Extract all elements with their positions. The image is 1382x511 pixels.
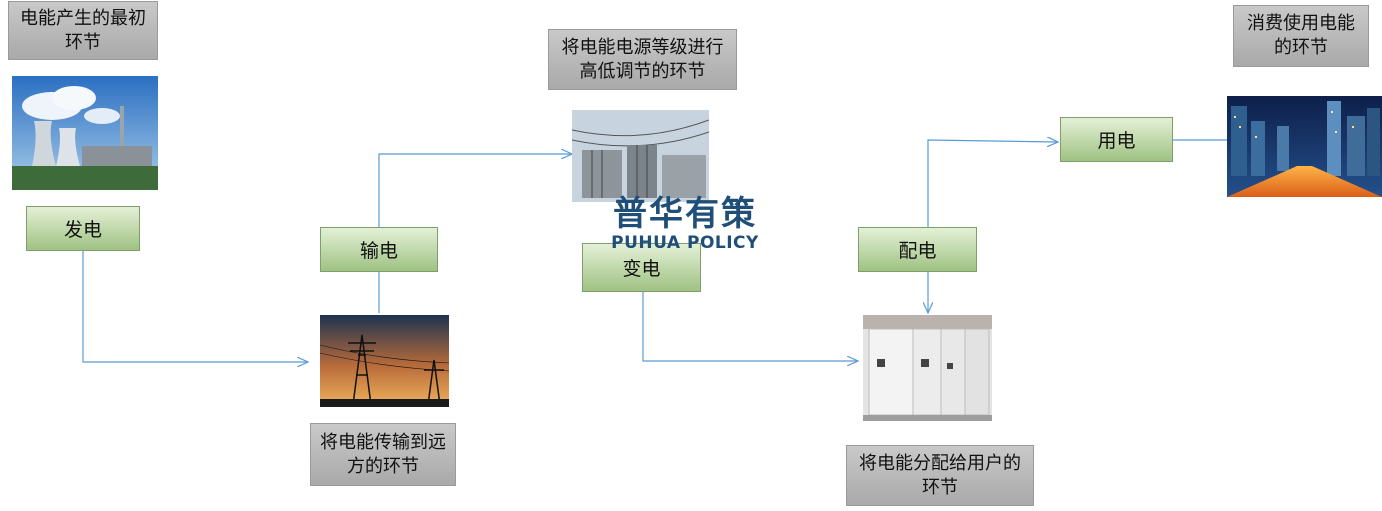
stage-generation-label: 发电 [63, 219, 102, 241]
watermark-chinese: 普华有策 [613, 194, 757, 234]
stage-consumption: 用电 [1060, 117, 1173, 162]
watermark-english: PUHUA POLICY [611, 233, 759, 253]
note-transmission-text: 将电能传输到远方的环节 [320, 431, 446, 477]
arrow-generation-to-transmission [82, 250, 308, 362]
note-transformation: 将电能电源等级进行高低调节的环节 [548, 29, 737, 90]
note-transformation-text: 将电能电源等级进行高低调节的环节 [561, 36, 724, 82]
stage-transformation: 变电 [582, 243, 701, 292]
arrow-transformation-to-distribution [642, 292, 858, 361]
stage-transmission-label: 输电 [359, 240, 398, 262]
city-night-image [1227, 96, 1382, 197]
watermark-logo: 普华有策 PUHUA POLICY [610, 195, 760, 253]
note-consumption: 消费使用电能的环节 [1233, 5, 1369, 67]
note-distribution-text: 将电能分配给用户的环节 [859, 452, 1021, 498]
note-transmission: 将电能传输到远方的环节 [310, 423, 456, 486]
stage-distribution: 配电 [858, 227, 977, 272]
power-plant-image [12, 76, 158, 190]
stage-consumption-label: 用电 [1097, 130, 1136, 152]
stage-transmission: 输电 [320, 227, 438, 272]
note-generation: 电能产生的最初环节 [8, 1, 158, 60]
note-distribution: 将电能分配给用户的环节 [846, 445, 1034, 506]
stage-transformation-label: 变电 [622, 258, 661, 280]
note-consumption-text: 消费使用电能的环节 [1247, 13, 1355, 58]
distribution-cabinet-image [863, 315, 992, 421]
substation-image [572, 110, 709, 202]
stage-distribution-label: 配电 [898, 240, 937, 262]
transmission-tower-image [320, 315, 449, 407]
arrow-transmission-to-substation [378, 154, 572, 228]
arrow-distribution-to-consumption [927, 140, 1058, 228]
note-generation-text: 电能产生的最初环节 [20, 7, 146, 53]
stage-generation: 发电 [26, 206, 140, 251]
